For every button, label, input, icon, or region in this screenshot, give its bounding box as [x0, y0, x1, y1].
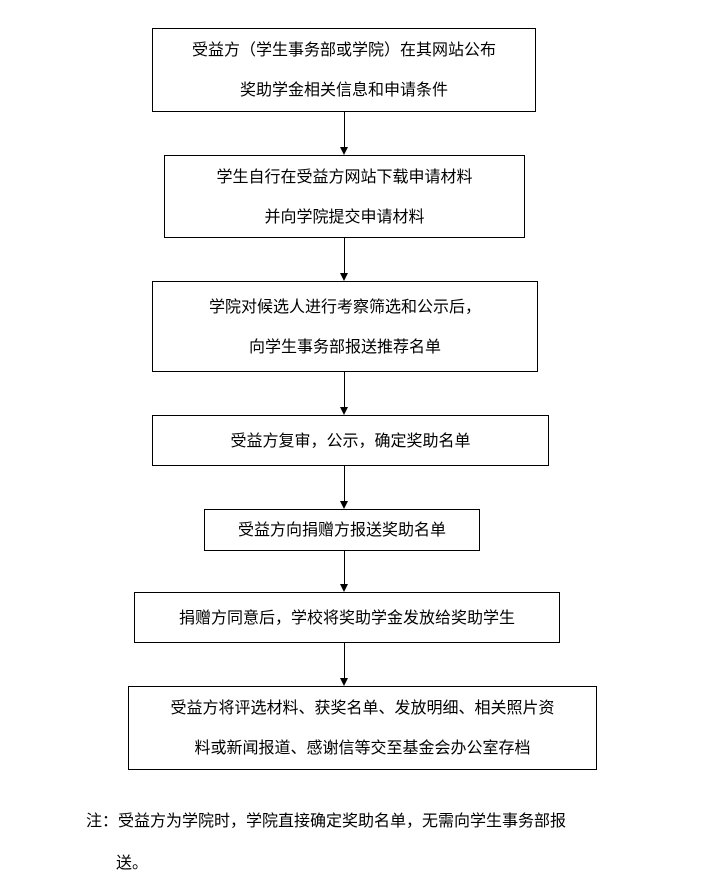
arrow-5-6-head	[340, 584, 348, 592]
flow-step-3-line-2: 向学生事务部报送推荐名单	[248, 336, 441, 356]
flow-step-6-line-1: 捐赠方同意后，学校将奖助学金发放给奖助学生	[178, 607, 515, 627]
footnote: 注：受益方为学院时，学院直接确定奖助名单，无需向学生事务部报 送。	[86, 800, 656, 884]
flow-step-3: 学院对候选人进行考察筛选和公示后， 向学生事务部报送推荐名单	[152, 281, 538, 372]
flow-step-4: 受益方复审，公示，确定奖助名单	[152, 415, 549, 466]
flow-step-7: 受益方将评选材料、获奖名单、发放明细、相关照片资 料或新闻报道、感谢信等交至基金…	[128, 686, 597, 770]
flow-step-6: 捐赠方同意后，学校将奖助学金发放给奖助学生	[134, 592, 560, 643]
flow-step-5: 受益方向捐赠方报送奖助名单	[204, 509, 480, 551]
arrow-4-5	[344, 466, 345, 501]
arrow-1-2-head	[340, 147, 348, 155]
flow-step-1-line-2: 奖助学金相关信息和申请条件	[239, 80, 448, 99]
flow-step-2: 学生自行在受益方网站下载申请材料 并向学院提交申请材料	[164, 155, 525, 238]
flow-step-1-line-1: 受益方（学生事务部或学院）在其网站公布	[191, 40, 496, 59]
flow-step-4-line-1: 受益方复审，公示，确定奖助名单	[230, 430, 471, 450]
flow-step-5-line-1: 受益方向捐赠方报送奖助名单	[237, 520, 446, 539]
arrow-5-6	[344, 551, 345, 584]
arrow-4-5-head	[340, 501, 348, 509]
arrow-6-7	[344, 643, 345, 678]
arrow-3-4	[344, 372, 345, 407]
flow-step-7-line-1: 受益方将评选材料、获奖名单、发放明细、相关照片资	[170, 698, 555, 717]
flow-step-1: 受益方（学生事务部或学院）在其网站公布 奖助学金相关信息和申请条件	[152, 28, 536, 112]
arrow-6-7-head	[340, 678, 348, 686]
arrow-1-2	[344, 112, 345, 147]
flow-step-3-line-1: 学院对候选人进行考察筛选和公示后，	[208, 296, 481, 316]
arrow-2-3-head	[340, 273, 348, 281]
footnote-line-1: 注：受益方为学院时，学院直接确定奖助名单，无需向学生事务部报	[86, 811, 567, 830]
arrow-2-3	[344, 238, 345, 273]
flow-step-2-line-1: 学生自行在受益方网站下载申请材料	[216, 166, 473, 186]
footnote-line-2: 送。	[116, 853, 149, 872]
arrow-3-4-head	[340, 407, 348, 415]
flow-step-2-line-2: 并向学院提交申请材料	[264, 206, 425, 226]
flow-step-7-line-2: 料或新闻报道、感谢信等交至基金会办公室存档	[194, 738, 531, 757]
